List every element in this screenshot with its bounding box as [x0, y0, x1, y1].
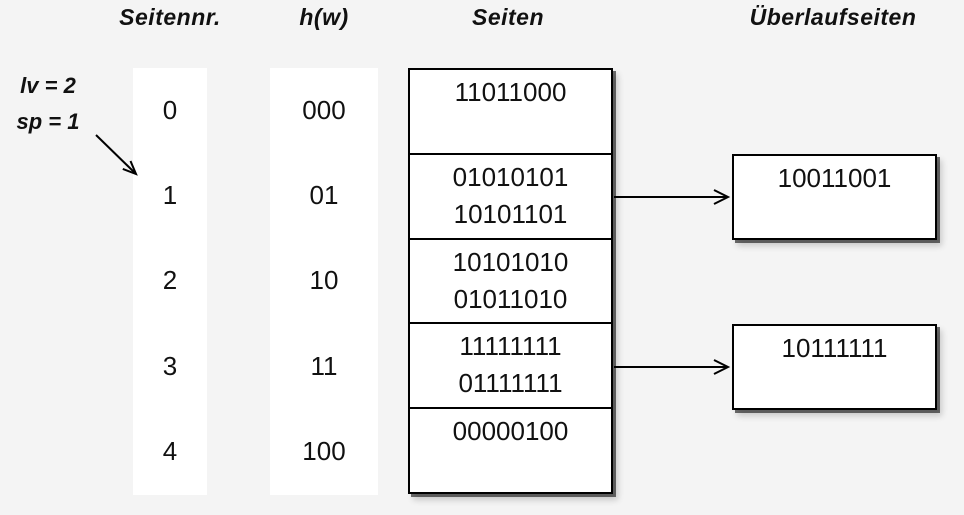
page-number-column: [133, 68, 207, 495]
page-number: 3: [162, 351, 178, 381]
split-pointer-arrow-icon: [95, 134, 138, 176]
page-entry: 01011010: [453, 283, 568, 314]
overflow-page-bucket-3: 10111111: [732, 324, 937, 410]
column-header-overflow: Überlaufseiten: [749, 4, 917, 30]
page-entry: 11011000: [454, 77, 567, 107]
page-number: 1: [162, 180, 178, 210]
page-bucket-2: 10101010 01011010: [410, 237, 611, 323]
page-bucket-3: 11111111 01111111: [410, 322, 611, 407]
page-number: 4: [162, 436, 178, 466]
page-entry: 01111111: [458, 368, 563, 399]
page-number: 0: [162, 95, 178, 125]
page-entry: 01010101: [452, 161, 569, 192]
page-bucket-0: 11011000: [410, 70, 611, 153]
hash-value: 01: [309, 180, 339, 210]
state-annotation: lv = 2 sp = 1: [4, 68, 92, 140]
page-entry: 00000100: [452, 416, 569, 447]
page-entry: 11111111: [459, 331, 562, 362]
page-number: 2: [162, 265, 178, 295]
overflow-entry: 10011001: [777, 163, 892, 193]
page-bucket-1: 01010101 10101101: [410, 152, 611, 238]
column-header-page-number: Seitennr.: [119, 4, 221, 30]
overflow-arrow-bucket3-icon: [614, 359, 731, 375]
column-header-hash: h(w): [299, 4, 349, 30]
overflow-page-bucket-1: 10011001: [732, 154, 937, 240]
column-header-pages: Seiten: [471, 4, 545, 30]
level-value: lv = 2: [20, 73, 76, 98]
overflow-entry: 10111111: [781, 333, 888, 363]
page-entry: 10101010: [452, 246, 569, 277]
overflow-arrow-bucket1-icon: [614, 189, 731, 205]
hash-value: 000: [302, 95, 346, 125]
hash-value: 10: [309, 265, 339, 295]
page-bucket-4: 00000100: [410, 407, 611, 492]
hash-value: 100: [302, 436, 346, 466]
split-pointer-value: sp = 1: [16, 109, 80, 134]
hash-value: 11: [310, 351, 338, 381]
primary-pages-box: 11011000 01010101 10101101 10101010 0101…: [408, 68, 613, 494]
hash-column: [270, 68, 378, 495]
page-entry: 10101101: [453, 198, 568, 229]
